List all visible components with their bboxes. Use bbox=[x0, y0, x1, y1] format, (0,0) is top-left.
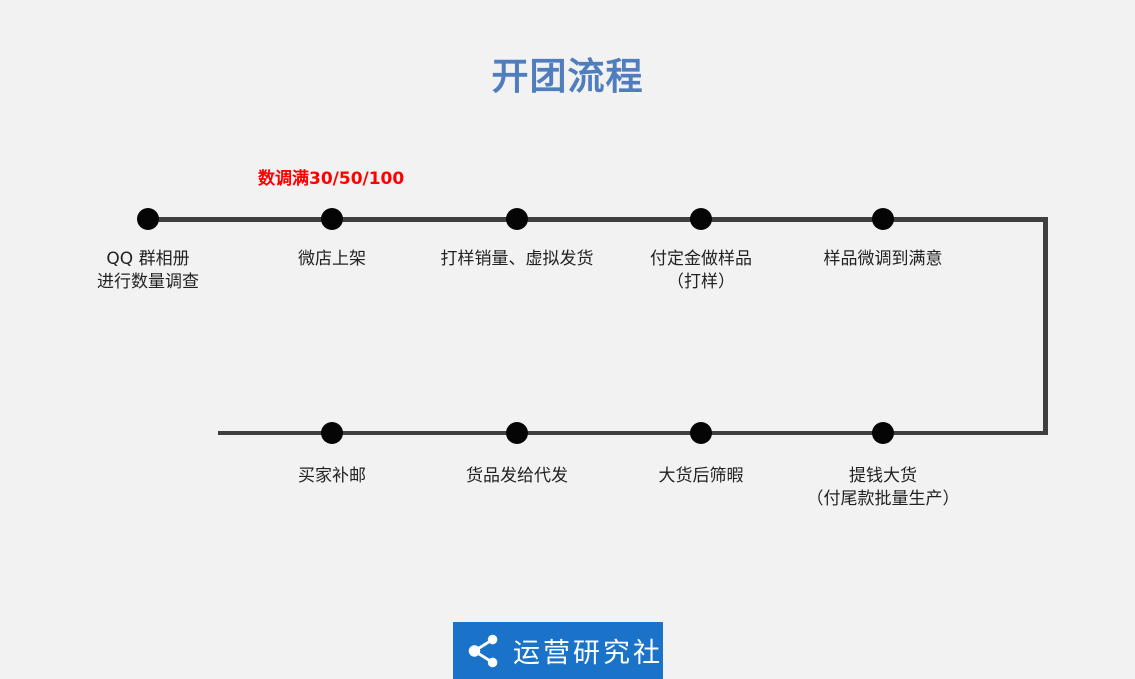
step-node bbox=[690, 422, 712, 444]
right-connector-line bbox=[1043, 217, 1048, 435]
step-label: 打样销量、虚拟发货 bbox=[440, 249, 594, 269]
step-label: 货品发给代发 bbox=[466, 466, 568, 486]
step-node bbox=[690, 208, 712, 230]
step-label: 付定金做样品 （打样） bbox=[650, 249, 752, 292]
step-label: 提钱大货 （付尾款批量生产） bbox=[806, 466, 960, 509]
survey-note: 数调满30/50/100 bbox=[258, 169, 405, 189]
step-label: QQ 群相册 进行数量调查 bbox=[97, 249, 199, 292]
step-label: 样品微调到满意 bbox=[823, 249, 943, 269]
share-icon bbox=[468, 634, 498, 667]
brand-name: 运营研究社 bbox=[513, 638, 663, 669]
step-label: 大货后筛暇 bbox=[658, 466, 744, 486]
step-node bbox=[321, 208, 343, 230]
step-node bbox=[321, 422, 343, 444]
bottom-flow-line bbox=[218, 431, 1048, 435]
step-node bbox=[506, 422, 528, 444]
step-label: 微店上架 bbox=[298, 249, 366, 269]
step-node bbox=[872, 208, 894, 230]
step-node bbox=[506, 208, 528, 230]
brand-logo: 运营研究社 bbox=[453, 622, 663, 679]
page-title: 开团流程 bbox=[491, 55, 644, 98]
step-node bbox=[137, 208, 159, 230]
top-flow-line bbox=[148, 217, 1048, 222]
step-node bbox=[872, 422, 894, 444]
step-label: 买家补邮 bbox=[298, 466, 366, 486]
